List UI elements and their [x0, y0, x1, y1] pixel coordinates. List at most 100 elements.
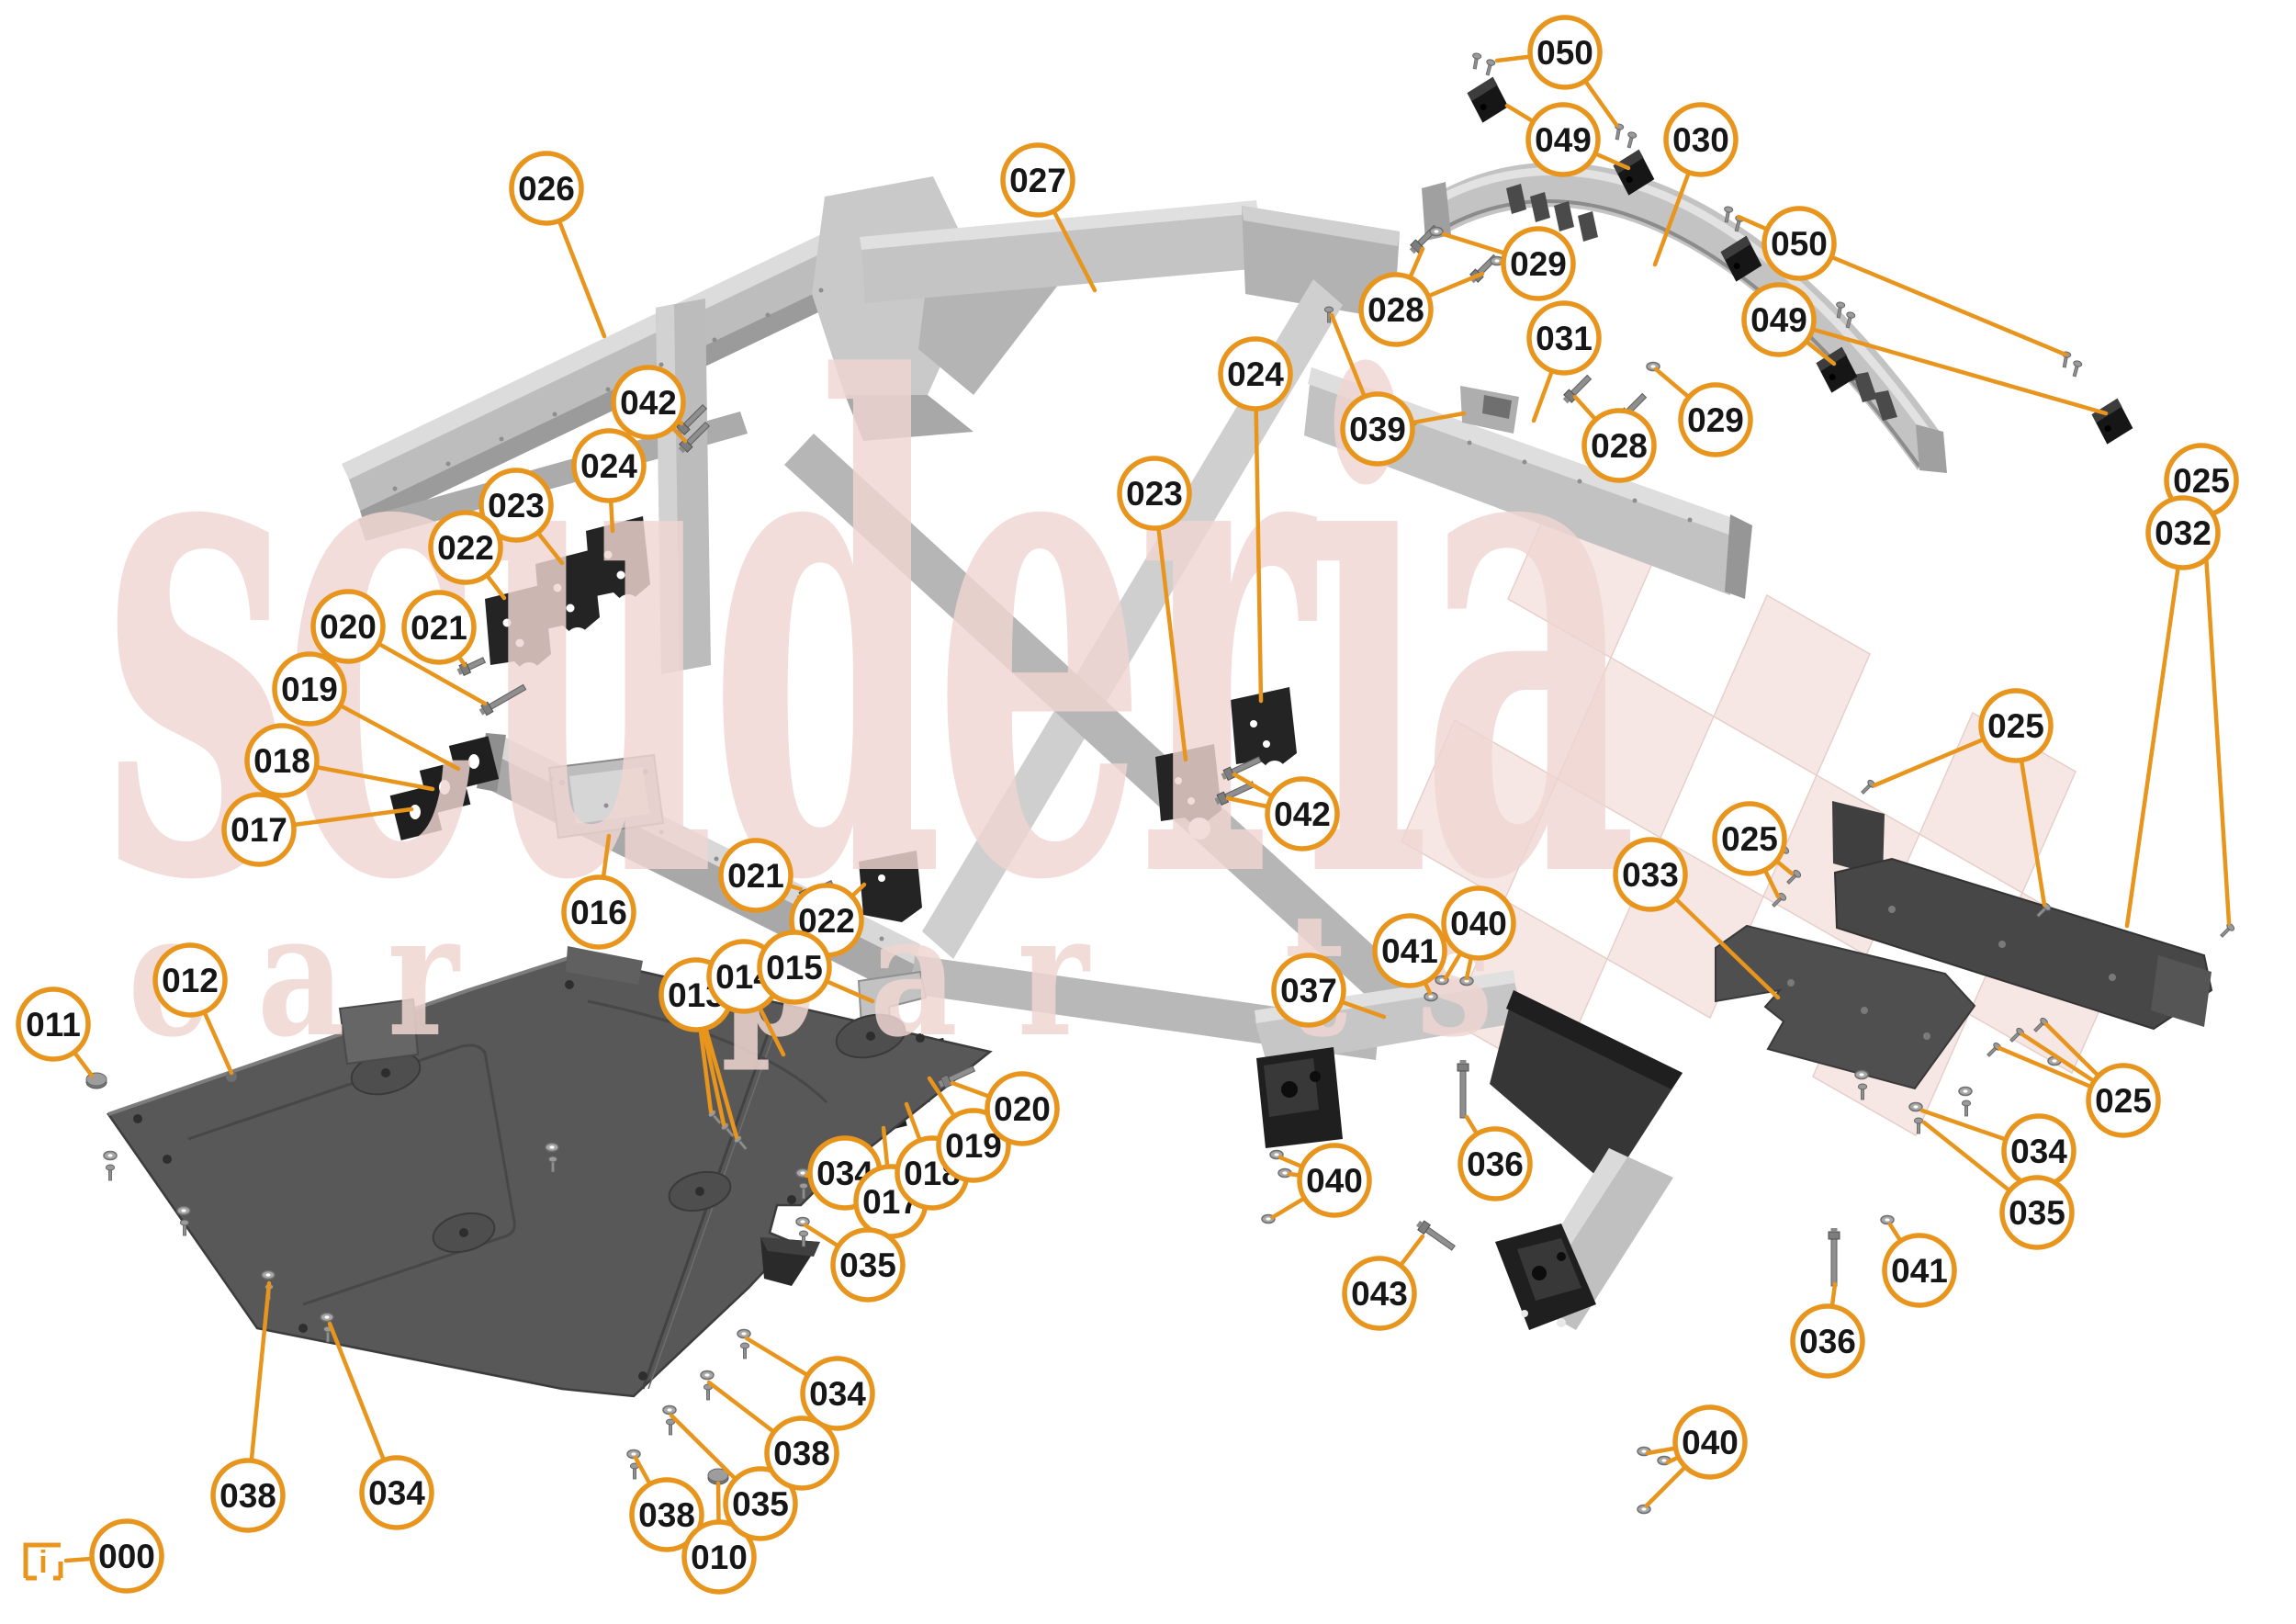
callout-042[interactable]: 042	[611, 365, 688, 444]
callout-circle[interactable]	[1882, 1233, 1957, 1308]
callout-circle[interactable]	[1613, 837, 1688, 912]
callout-050[interactable]: 050	[1736, 206, 2068, 357]
callout-032[interactable]: 032	[2124, 495, 2221, 929]
callout-circle[interactable]	[1000, 142, 1075, 218]
callout-049[interactable]: 049	[1504, 102, 1631, 177]
callout-049[interactable]: 049	[1741, 282, 2109, 416]
callout-020[interactable]: 020	[950, 1071, 1060, 1146]
callout-circle[interactable]	[1218, 336, 1293, 412]
info-icon[interactable]: i	[23, 1542, 63, 1581]
callout-024[interactable]: 024	[1218, 336, 1293, 704]
callout-034[interactable]: 034	[327, 1321, 434, 1530]
callout-circle[interactable]	[509, 151, 584, 226]
callout-circle[interactable]	[681, 1519, 757, 1595]
callout-circle[interactable]	[611, 365, 686, 440]
callout-circle[interactable]	[1342, 1256, 1417, 1331]
callout-043[interactable]: 043	[1342, 1234, 1425, 1331]
callout-circle[interactable]	[1297, 1143, 1372, 1218]
callout-circle[interactable]	[1663, 102, 1739, 177]
callout-circle[interactable]	[401, 590, 477, 665]
callout-027[interactable]: 027	[1000, 142, 1097, 293]
callout-circle[interactable]	[718, 838, 793, 913]
callout-028[interactable]: 028	[1572, 394, 1657, 483]
callout-circle[interactable]	[1527, 15, 1603, 90]
callout-circle[interactable]	[800, 1356, 875, 1431]
callout-035[interactable]: 035	[803, 1223, 906, 1303]
callout-041[interactable]: 041	[1882, 1222, 1957, 1308]
callout-circle[interactable]	[830, 1227, 906, 1303]
callout-circle[interactable]	[1761, 206, 1837, 281]
callout-circle[interactable]	[1672, 1404, 1748, 1480]
callout-circle[interactable]	[757, 930, 832, 1005]
callout-034[interactable]: 034	[1919, 1108, 2077, 1189]
callout-017[interactable]: 017	[221, 792, 414, 867]
callout-circle[interactable]	[1117, 456, 1192, 531]
callout-036[interactable]: 036	[1790, 1281, 1865, 1379]
callout-000[interactable]: 000	[63, 1518, 164, 1594]
callout-016[interactable]: 016	[561, 833, 636, 950]
callout-circle[interactable]	[1372, 913, 1447, 988]
callout-037[interactable]: 037	[1271, 953, 1387, 1028]
callout-031[interactable]: 031	[1526, 300, 1602, 423]
callout-018[interactable]: 018	[244, 723, 435, 798]
callout-023[interactable]: 023	[478, 468, 565, 566]
callout-012[interactable]: 012	[152, 942, 234, 1076]
callout-circle[interactable]	[1340, 391, 1415, 467]
callout-035[interactable]: 035	[669, 1413, 798, 1541]
callout-circle[interactable]	[1458, 1126, 1533, 1201]
callout-041[interactable]: 041	[1372, 913, 1447, 996]
callout-026[interactable]: 026	[509, 151, 607, 339]
callout-circle[interactable]	[89, 1518, 164, 1594]
callout-042[interactable]: 042	[1225, 772, 1340, 851]
callout-030[interactable]: 030	[1652, 102, 1739, 267]
callout-circle[interactable]	[1358, 272, 1434, 347]
callout-circle[interactable]	[571, 428, 647, 503]
callout-015[interactable]: 015	[757, 930, 875, 1005]
callout-circle[interactable]	[152, 942, 228, 1018]
callout-circle[interactable]	[310, 589, 386, 664]
callout-020[interactable]: 020	[310, 589, 488, 706]
callout-circle[interactable]	[1501, 226, 1576, 301]
callout-011[interactable]: 011	[16, 987, 95, 1078]
callout-021[interactable]: 021	[401, 590, 477, 668]
callout-029[interactable]: 029	[1441, 226, 1576, 301]
callout-019[interactable]: 019	[927, 1076, 1011, 1183]
callout-028[interactable]: 028	[1358, 246, 1485, 347]
callout-019[interactable]: 019	[272, 651, 461, 772]
callout-010[interactable]: 010	[681, 1481, 757, 1595]
callout-circle[interactable]	[1441, 885, 1516, 961]
callout-circle[interactable]	[1581, 408, 1657, 483]
callout-circle[interactable]	[1271, 953, 1346, 1028]
callout-circle[interactable]	[244, 723, 320, 798]
callout-022[interactable]: 022	[428, 510, 507, 601]
callout-circle[interactable]	[1999, 1175, 2075, 1250]
callout-circle[interactable]	[1978, 688, 2054, 763]
callout-040[interactable]: 040	[1270, 1143, 1372, 1220]
callout-035[interactable]: 035	[1921, 1120, 2075, 1250]
callout-021[interactable]: 021	[718, 838, 804, 913]
callout-circle[interactable]	[1265, 776, 1340, 851]
callout-circle[interactable]	[561, 874, 636, 950]
callout-circle[interactable]	[1790, 1303, 1865, 1379]
callout-033[interactable]: 033	[1613, 837, 1781, 1000]
callout-circle[interactable]	[210, 1458, 286, 1533]
callout-circle[interactable]	[1525, 102, 1601, 177]
callout-038[interactable]: 038	[210, 1280, 286, 1533]
callout-029[interactable]: 029	[1653, 367, 1753, 457]
callout-circle[interactable]	[723, 1466, 798, 1541]
callout-025[interactable]: 025	[1997, 1021, 2161, 1138]
callout-040[interactable]: 040	[1644, 1404, 1748, 1508]
callout-050[interactable]: 050	[1494, 15, 1619, 128]
callout-circle[interactable]	[428, 510, 503, 585]
callout-circle[interactable]	[629, 1477, 704, 1552]
callout-040[interactable]: 040	[1441, 885, 1516, 981]
callout-025[interactable]: 025	[1712, 801, 1795, 899]
callout-038[interactable]: 038	[706, 1380, 839, 1491]
callout-circle[interactable]	[2086, 1063, 2161, 1138]
callout-024[interactable]: 024	[571, 428, 647, 534]
callout-circle[interactable]	[1678, 382, 1753, 457]
callout-circle[interactable]	[221, 792, 297, 867]
callout-034[interactable]: 034	[744, 1336, 875, 1431]
callout-038[interactable]: 038	[629, 1455, 704, 1552]
callout-circle[interactable]	[1526, 300, 1602, 376]
